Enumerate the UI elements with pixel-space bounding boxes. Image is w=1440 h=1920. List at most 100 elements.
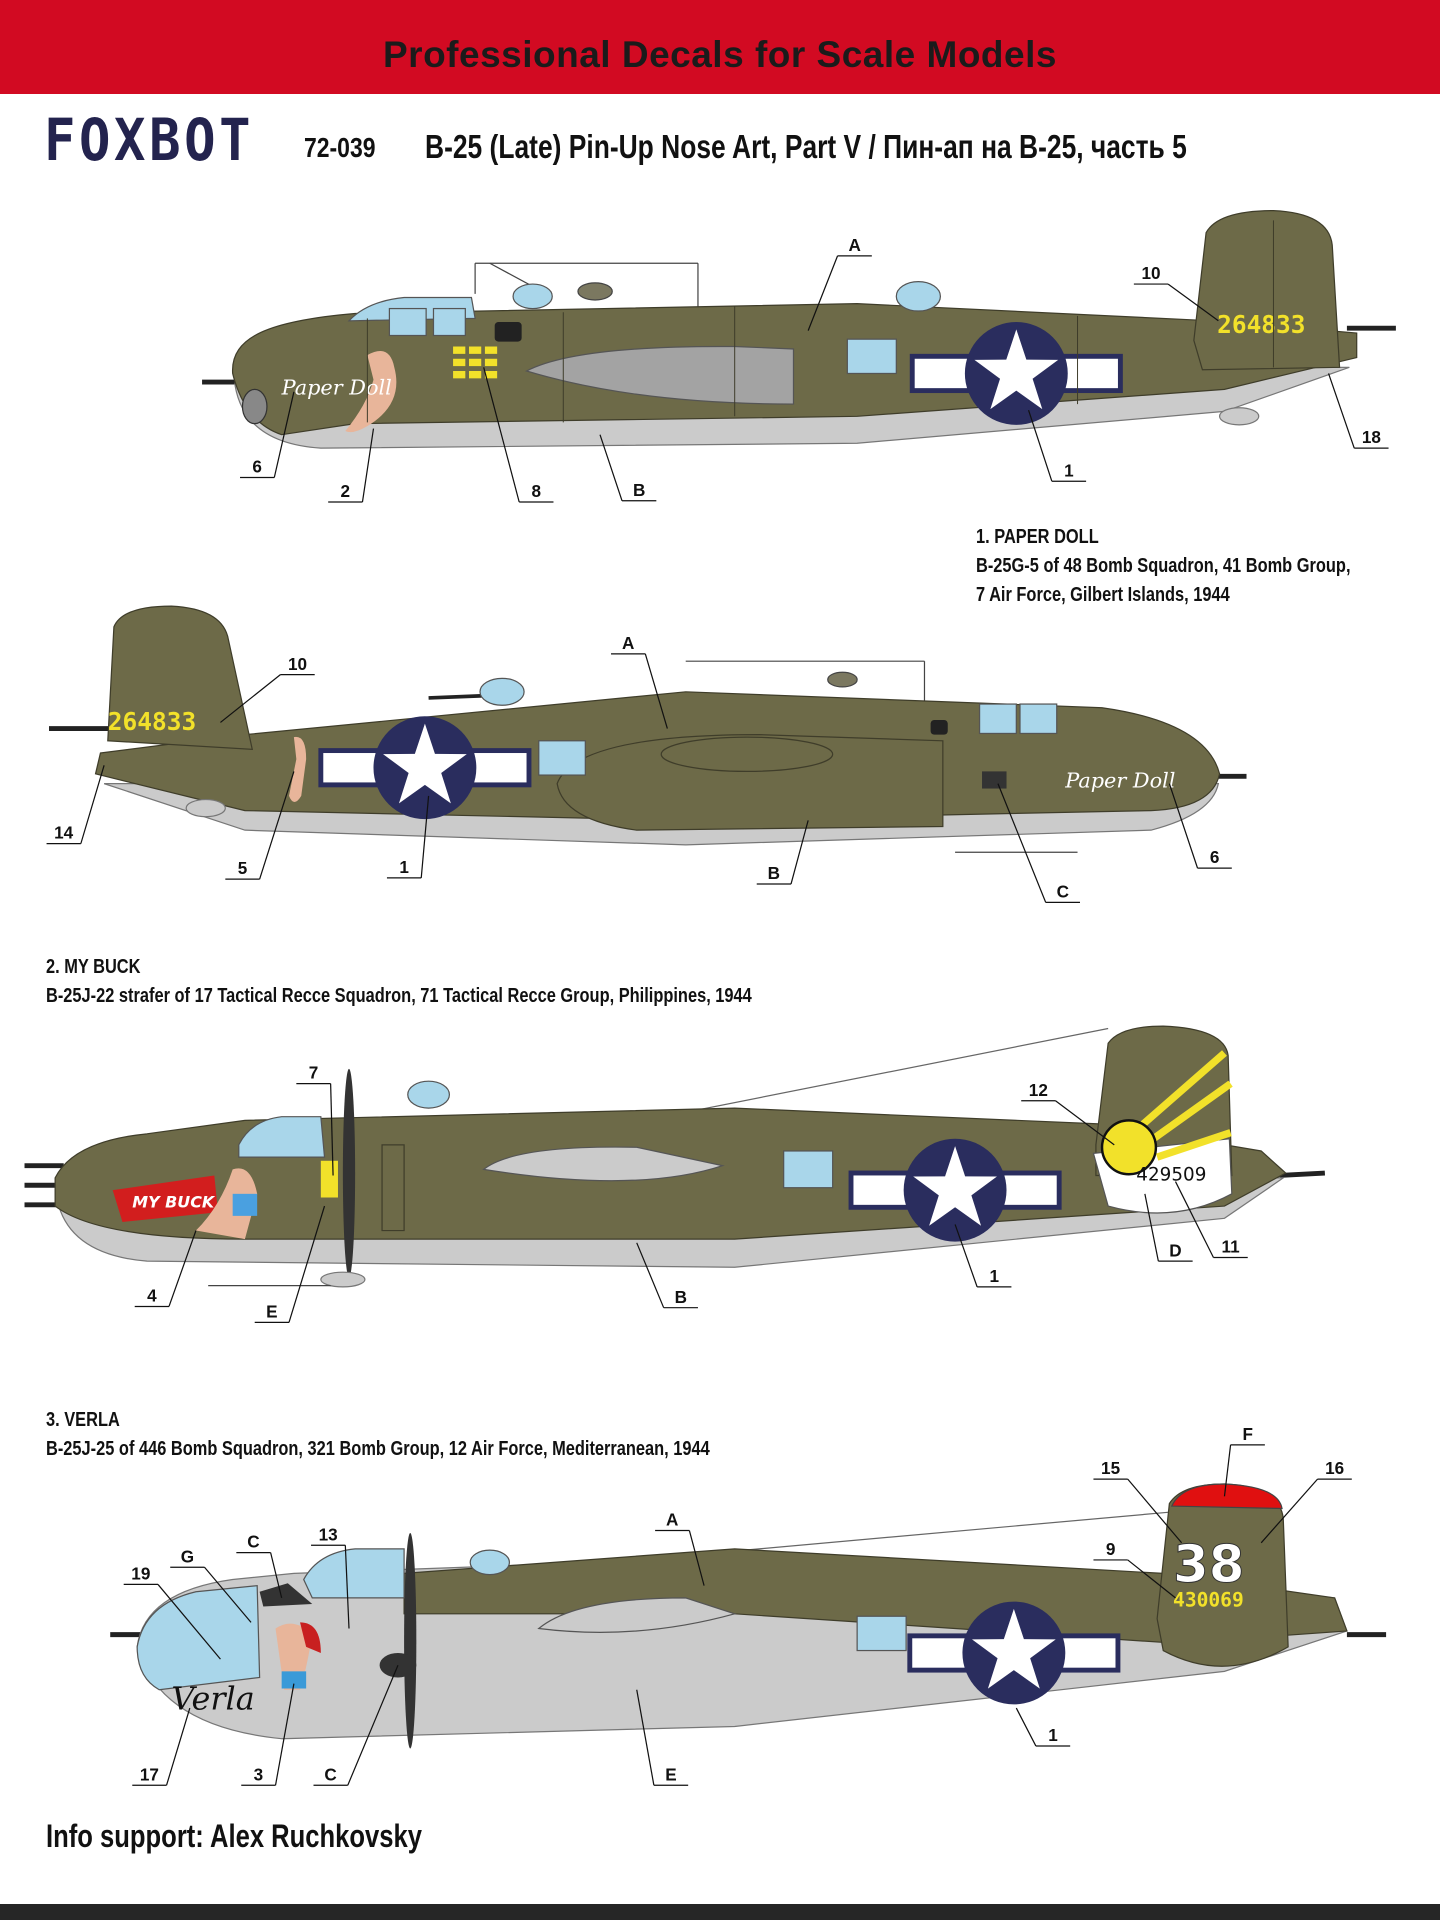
callout-label: 18 <box>1362 427 1381 447</box>
callout-label: 3 <box>254 1764 264 1784</box>
callout-leader-line <box>1167 283 1219 322</box>
callout-label: 1 <box>1064 460 1074 480</box>
callout-paper-doll-right: 6 <box>1168 783 1232 869</box>
callout-label: 11 <box>1222 1237 1241 1257</box>
callout-leader-line <box>790 820 809 885</box>
tail-serial: 264833 <box>1217 310 1305 339</box>
callout-label: 6 <box>252 457 262 477</box>
callout-verla: 16 <box>1260 1458 1352 1544</box>
callout-label: 15 <box>1101 1458 1121 1478</box>
callout-paper-doll-right: A <box>611 633 668 729</box>
callout-label: 14 <box>54 823 74 843</box>
callout-verla: 15 <box>1093 1458 1183 1544</box>
product-code: 72-039 <box>304 132 376 163</box>
callout-paper-doll-left: A <box>807 235 872 331</box>
callout-paper-doll-right: B <box>756 820 809 885</box>
callout-label: B <box>768 863 780 883</box>
callout-leader-line <box>165 1707 191 1786</box>
callout-label: 13 <box>319 1524 338 1544</box>
callout-paper-doll-left: B <box>599 434 657 502</box>
callout-label: C <box>324 1764 336 1784</box>
marking-3-title: 3. VERLA <box>46 1409 120 1431</box>
callout-leader-line <box>688 1530 705 1586</box>
callout-my-buck: 1 <box>954 1224 1012 1288</box>
callout-leader-line <box>420 795 430 878</box>
callout-label: G <box>181 1546 194 1566</box>
callout-leader-line <box>483 367 520 503</box>
callout-label: 12 <box>1029 1080 1048 1100</box>
aircraft-paper-doll-left: Paper Doll 264833 <box>202 209 1396 449</box>
callout-label: D <box>1169 1240 1181 1260</box>
callout-label: 10 <box>288 654 307 674</box>
callout-verla: 1 <box>1015 1707 1071 1747</box>
aircraft-my-buck: 429509 MY BUCK <box>24 1025 1326 1288</box>
callout-label: F <box>1242 1424 1252 1444</box>
squadron-emblem <box>1100 1119 1158 1176</box>
callout-my-buck: E <box>254 1205 326 1324</box>
marking-1-description-line: 7 Air Force, Gilbert Islands, 1944 <box>976 584 1230 606</box>
callout-label: 7 <box>309 1063 319 1083</box>
callout-leader-line <box>344 1545 350 1629</box>
propeller <box>342 1068 356 1278</box>
aircraft-paper-doll-right: Paper Doll 264833 <box>49 605 1247 853</box>
tail-serial: 430069 <box>1173 1588 1244 1611</box>
header-band: Professional Decals for Scale Models <box>0 0 1440 94</box>
tagline: Professional Decals for Scale Models <box>383 34 1057 75</box>
callout-verla: 13 <box>311 1524 350 1629</box>
foxbot-logo: FOXBOT <box>44 106 255 174</box>
callout-verla: 17 <box>132 1707 191 1786</box>
callout-leader-line <box>644 653 668 729</box>
callout-verla: 9 <box>1093 1539 1176 1599</box>
callout-verla: F <box>1223 1424 1265 1497</box>
callout-leader-line <box>599 434 623 501</box>
nose-art-name: Paper Doll <box>1064 768 1175 792</box>
callout-leader-line <box>220 674 281 723</box>
callout-my-buck: 4 <box>134 1230 197 1308</box>
callout-verla: C <box>236 1532 283 1599</box>
callout-label: 1 <box>1048 1725 1058 1745</box>
callout-my-buck: 11 <box>1174 1181 1248 1259</box>
callout-my-buck: 7 <box>296 1063 334 1176</box>
callout-label: 5 <box>238 858 248 878</box>
callout-paper-doll-left: 2 <box>328 428 375 503</box>
callout-paper-doll-left: 6 <box>240 391 295 479</box>
product-title: B-25 (Late) Pin-Up Nose Art, Part V / Пи… <box>425 128 1187 165</box>
callout-leader-line <box>1168 783 1199 869</box>
bottom-bar <box>0 1904 1440 1920</box>
callout-leader-line <box>259 771 295 880</box>
callout-label: A <box>849 235 861 255</box>
callout-leader-line <box>1327 373 1355 449</box>
info-credit: Info support: Alex Ruchkovsky <box>46 1818 422 1854</box>
tail-serial: 429509 <box>1136 1164 1206 1185</box>
callout-paper-doll-right: 5 <box>225 771 295 880</box>
callout-label: C <box>247 1532 259 1552</box>
callout-paper-doll-left: 1 <box>1027 409 1087 482</box>
callout-label: 6 <box>1210 847 1220 867</box>
callout-leader-line <box>330 1083 334 1176</box>
callout-leader-line <box>204 1566 252 1623</box>
nose-art-name: Verla <box>171 1679 254 1717</box>
callout-label: A <box>622 633 634 653</box>
callout-leader-line <box>997 783 1047 903</box>
callout-paper-doll-right: 14 <box>46 765 105 845</box>
callout-label: 9 <box>1106 1539 1116 1559</box>
nose-art-name: Paper Doll <box>281 375 392 399</box>
propeller <box>404 1532 417 1749</box>
callout-leader-line <box>361 428 375 503</box>
callout-my-buck: 12 <box>1021 1080 1115 1146</box>
callout-my-buck: D <box>1144 1193 1193 1262</box>
callout-leader-line <box>636 1689 655 1786</box>
callout-verla: 19 <box>123 1564 221 1660</box>
callout-paper-doll-right: C <box>997 783 1080 904</box>
callout-label: 17 <box>140 1764 159 1784</box>
callout-verla: E <box>636 1689 689 1786</box>
marking-2-title: 2. MY BUCK <box>46 956 141 978</box>
marking-2-description-line: B-25J-22 strafer of 17 Tactical Recce Sq… <box>46 985 752 1007</box>
aircraft-verla: 38 430069 Verla <box>110 1483 1387 1749</box>
callout-leader-line <box>807 255 839 331</box>
callout-leader-line <box>1127 1559 1176 1599</box>
callout-label: 10 <box>1141 263 1160 283</box>
callout-label: 8 <box>532 481 542 501</box>
